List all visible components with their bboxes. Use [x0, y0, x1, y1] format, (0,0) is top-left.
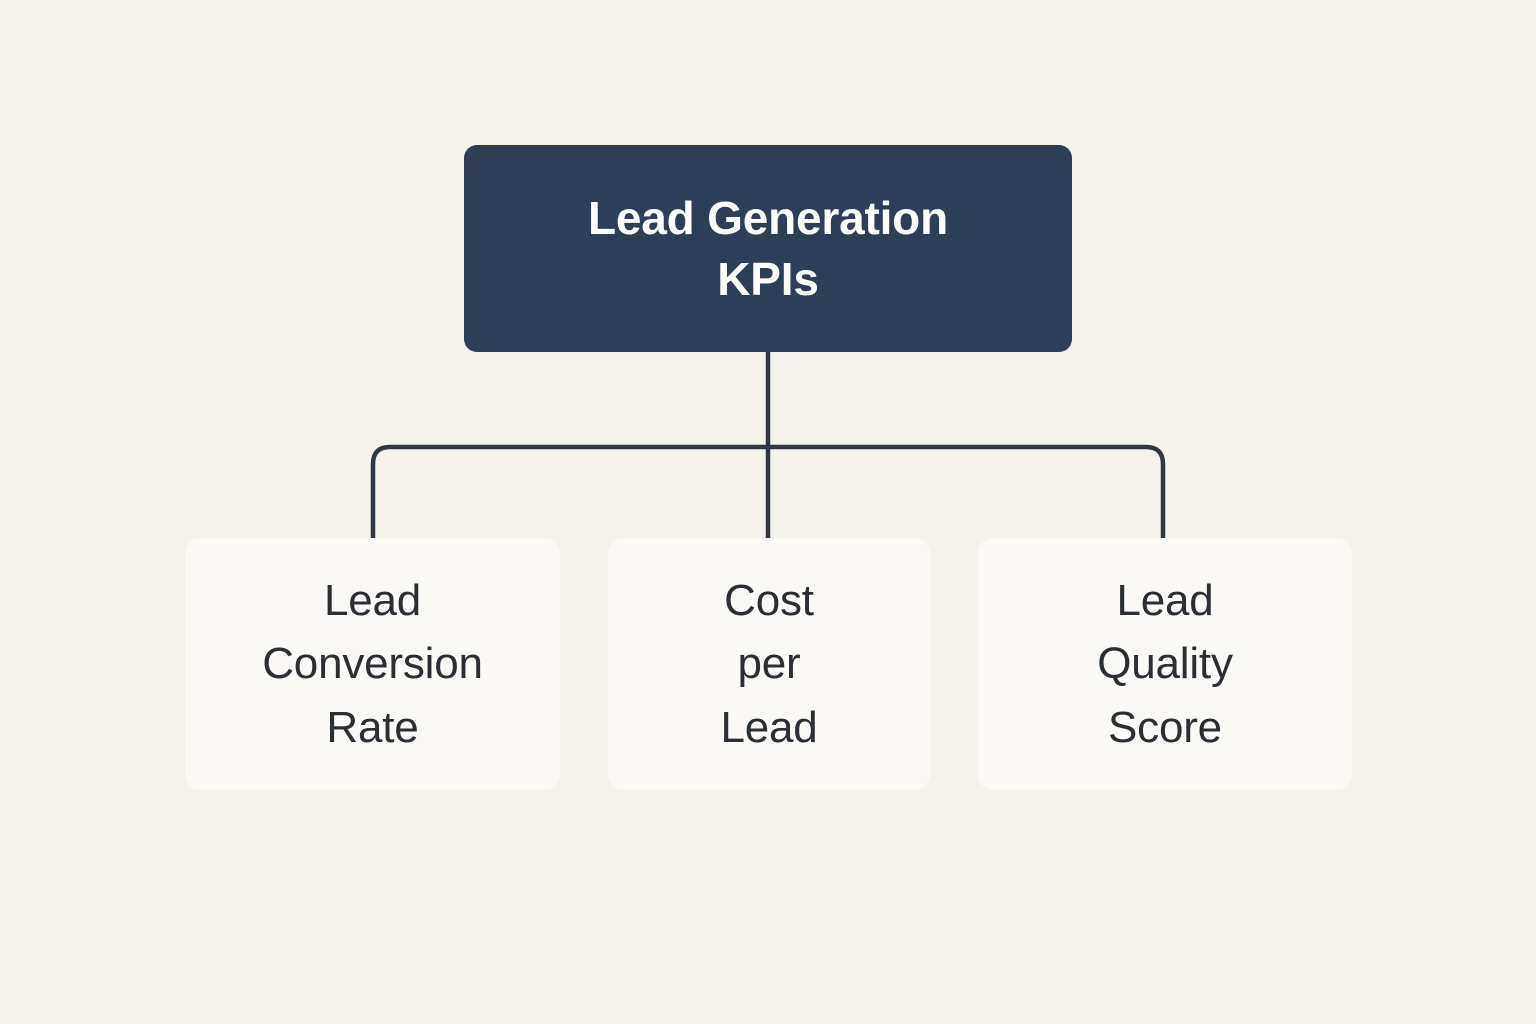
child-node-label: Lead Quality Score: [1097, 575, 1233, 752]
child-node-lead-conversion-rate[interactable]: Lead Conversion Rate: [185, 538, 560, 790]
root-node-lead-generation-kpis[interactable]: Lead Generation KPIs: [464, 145, 1072, 352]
child-node-label: Cost per Lead: [720, 575, 818, 752]
connector-elbow-right: [768, 444, 1166, 539]
child-node-cost-per-lead[interactable]: Cost per Lead: [608, 538, 930, 790]
child-node-label: Lead Conversion Rate: [262, 575, 483, 752]
child-node-lead-quality-score[interactable]: Lead Quality Score: [978, 538, 1352, 790]
connector-elbow-left: [370, 444, 768, 539]
root-node-label: Lead Generation KPIs: [588, 191, 948, 305]
